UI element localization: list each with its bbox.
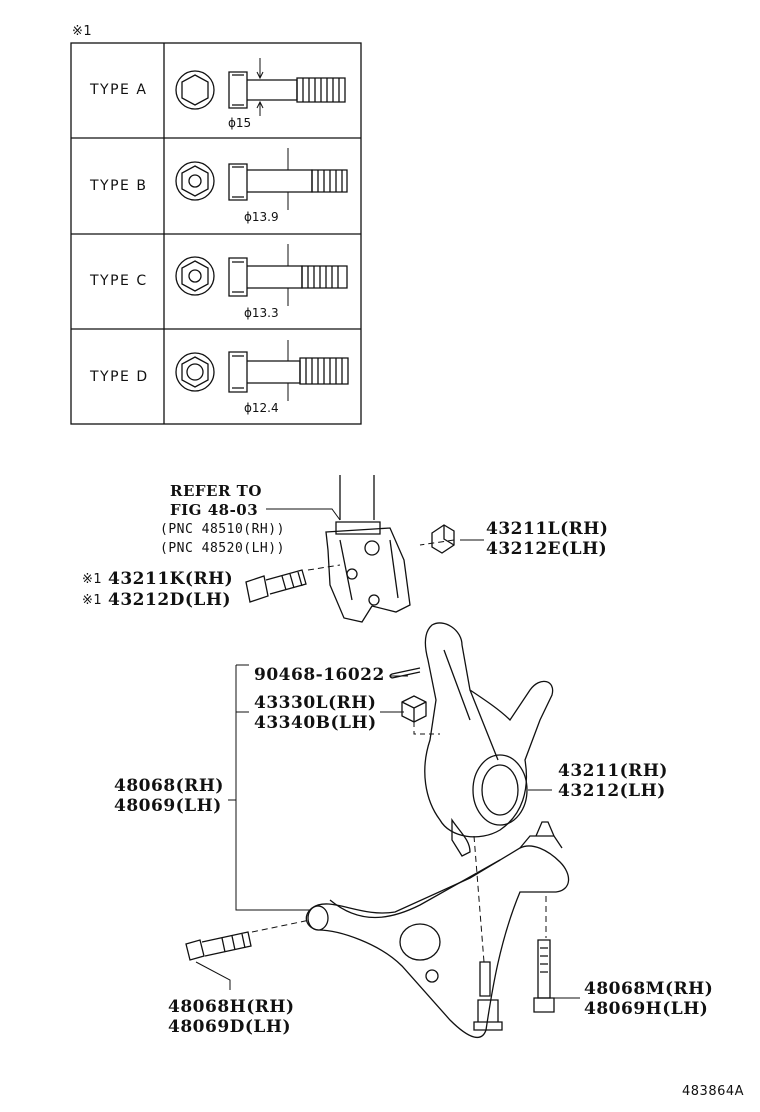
type-d-diameter: ϕ12.4 — [244, 401, 279, 415]
bolt-type-c-drawing — [175, 244, 348, 306]
part-48069D: 48069D(LH) — [168, 1017, 291, 1037]
arm-bolt-front — [185, 931, 252, 961]
refer-pnc-rh: (PNC 48510(RH)) — [160, 522, 285, 537]
type-a-label: TYPE A — [90, 82, 148, 98]
refer-pnc-lh: (PNC 48520(LH)) — [160, 541, 285, 556]
arm-bolt-rear — [533, 939, 555, 1013]
part-43212E: 43212E(LH) — [486, 539, 608, 559]
part-48068: 48068(RH) — [114, 776, 224, 796]
part-43340B: 43340B(LH) — [254, 713, 377, 733]
part-48069H: 48069H(LH) — [584, 999, 709, 1019]
leader-lines — [195, 508, 580, 999]
type-c-diameter: ϕ13.3 — [244, 306, 279, 320]
diagram-id: 483864A — [682, 1084, 745, 1099]
strut-bolt — [245, 569, 307, 603]
part-43211K: 43211K(RH) — [108, 569, 234, 589]
part-43211L: 43211L(RH) — [486, 519, 609, 539]
bolt-note-marker-lh: ※1 — [82, 593, 103, 608]
refer-line-1: REFER TO — [170, 482, 262, 500]
part-43330L: 43330L(RH) — [254, 693, 377, 713]
bolt-type-b-drawing — [175, 148, 348, 210]
flange-nut — [431, 524, 455, 554]
castle-nut — [401, 695, 427, 723]
refer-line-2: FIG 48-03 — [170, 501, 259, 519]
part-48068H: 48068H(RH) — [168, 997, 295, 1017]
type-a-diameter: ϕ15 — [228, 116, 252, 130]
steering-knuckle — [424, 622, 554, 857]
part-43212D: 43212D(LH) — [108, 590, 231, 610]
bolt-type-table — [70, 42, 362, 425]
type-b-label: TYPE B — [90, 178, 148, 194]
bolt-type-a-drawing — [175, 58, 346, 116]
note-marker: ※1 — [72, 24, 93, 39]
part-48068M: 48068M(RH) — [584, 979, 714, 999]
type-d-label: TYPE D — [90, 369, 149, 385]
part-43211: 43211(RH) — [558, 761, 668, 781]
lower-control-arm — [305, 821, 570, 1039]
part-90468-16022: 90468-16022 — [254, 665, 385, 685]
bolt-note-marker-rh: ※1 — [82, 572, 103, 587]
bolt-type-d-drawing — [175, 340, 349, 401]
type-c-label: TYPE C — [90, 273, 148, 289]
part-48069: 48069(LH) — [114, 796, 222, 816]
strut-bracket — [325, 475, 411, 623]
part-43212: 43212(LH) — [558, 781, 666, 801]
type-b-diameter: ϕ13.9 — [244, 210, 279, 224]
